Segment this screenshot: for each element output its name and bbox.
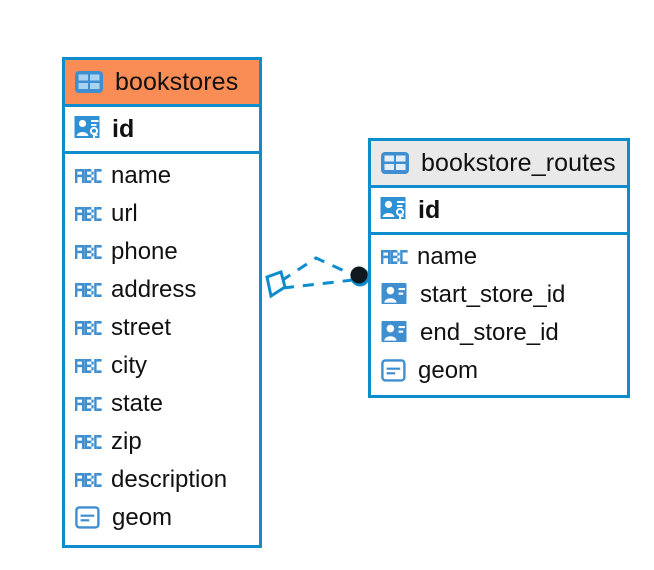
foreign-key-icon xyxy=(381,281,411,309)
text-abc-icon xyxy=(75,469,102,491)
field-row-zip[interactable]: zip xyxy=(65,423,259,461)
field-label: geom xyxy=(112,504,173,531)
field-row-phone[interactable]: phone xyxy=(65,233,259,271)
crows-foot-diamond-icon[interactable] xyxy=(265,270,287,299)
field-label: phone xyxy=(111,238,178,265)
field-label: zip xyxy=(111,428,142,455)
table-name-label: bookstores xyxy=(115,67,239,96)
text-abc-icon xyxy=(75,393,102,415)
field-row-primary-key[interactable]: id xyxy=(371,188,627,235)
table-header-bookstores[interactable]: bookstores xyxy=(65,60,259,107)
field-label: address xyxy=(111,276,197,303)
relationship-line-lower xyxy=(282,278,354,290)
field-label: geom xyxy=(418,357,479,384)
field-label: url xyxy=(111,200,138,227)
endpoint-halo-icon xyxy=(350,267,370,287)
field-label: street xyxy=(111,314,172,341)
field-row-address[interactable]: address xyxy=(65,271,259,309)
text-abc-icon xyxy=(75,203,102,225)
geometry-icon xyxy=(75,505,103,531)
text-abc-icon xyxy=(75,165,102,187)
field-label: id xyxy=(418,195,441,224)
field-row-street[interactable]: street xyxy=(65,309,259,347)
field-row-url[interactable]: url xyxy=(65,195,259,233)
relationship-line-upper xyxy=(280,256,354,283)
field-list-bookstore-routes: name start_store_id xyxy=(371,235,627,395)
table-header-bookstore-routes[interactable]: bookstore_routes xyxy=(371,141,627,188)
field-row-city[interactable]: city xyxy=(65,347,259,385)
field-label: description xyxy=(111,466,228,493)
field-row-primary-key[interactable]: id xyxy=(65,107,259,154)
foreign-key-icon xyxy=(381,319,411,347)
field-row-state[interactable]: state xyxy=(65,385,259,423)
entity-table-bookstore-routes[interactable]: bookstore_routes id xyxy=(368,138,630,398)
text-abc-icon xyxy=(75,431,102,453)
table-icon xyxy=(74,70,104,94)
field-row-end-store-id[interactable]: end_store_id xyxy=(371,314,627,352)
field-list-bookstores: name ur xyxy=(65,154,259,542)
filled-circle-icon[interactable] xyxy=(350,266,368,284)
primary-key-icon xyxy=(74,115,104,143)
field-label: id xyxy=(112,114,135,143)
field-label: city xyxy=(111,352,147,379)
field-row-name[interactable]: name xyxy=(65,157,259,195)
text-abc-icon xyxy=(75,241,102,263)
field-row-name[interactable]: name xyxy=(371,238,627,276)
field-row-start-store-id[interactable]: start_store_id xyxy=(371,276,627,314)
field-label: name xyxy=(417,243,478,270)
field-row-description[interactable]: description xyxy=(65,461,259,499)
field-row-geom[interactable]: geom xyxy=(65,499,259,537)
geometry-icon xyxy=(381,358,409,384)
field-row-geom[interactable]: geom xyxy=(371,352,627,390)
table-name-label: bookstore_routes xyxy=(421,148,616,177)
text-abc-icon xyxy=(75,355,102,377)
primary-key-icon xyxy=(380,196,410,224)
field-label: name xyxy=(111,162,172,189)
table-icon xyxy=(380,151,410,175)
entity-table-bookstores[interactable]: bookstores id xyxy=(62,57,262,548)
field-label: state xyxy=(111,390,164,417)
text-abc-icon xyxy=(75,317,102,339)
field-label: start_store_id xyxy=(420,281,566,308)
text-abc-icon xyxy=(381,246,408,268)
text-abc-icon xyxy=(75,279,102,301)
field-label: end_store_id xyxy=(420,319,559,346)
